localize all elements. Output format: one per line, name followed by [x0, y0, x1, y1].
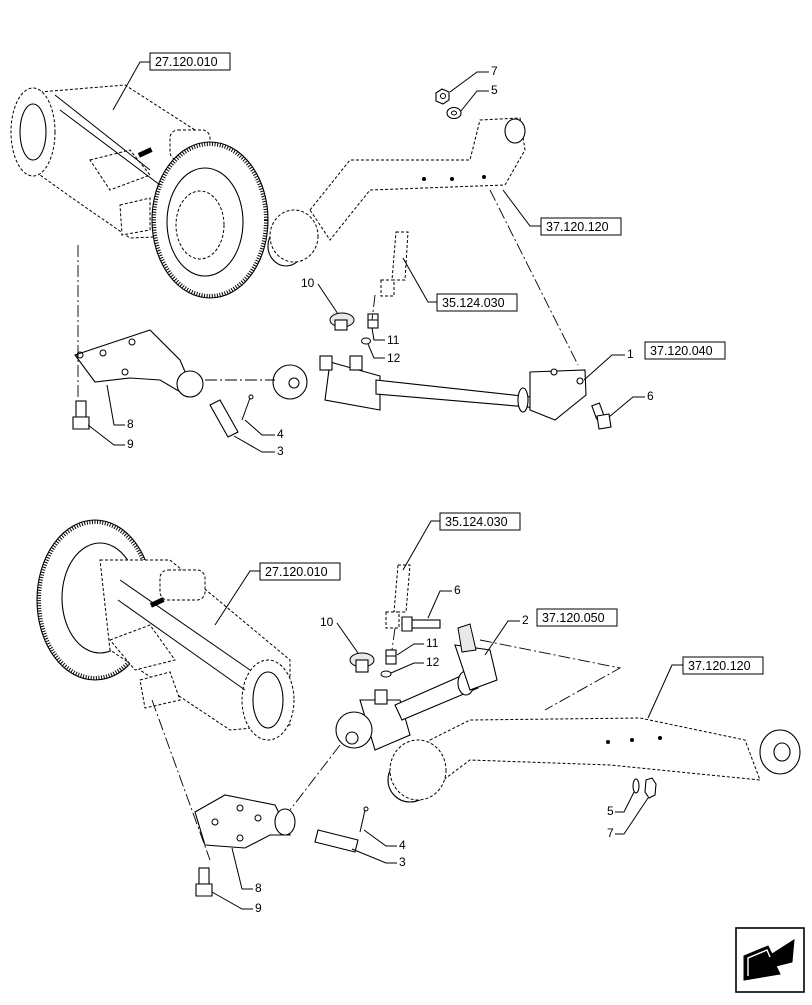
- lower-grease-fitting: [385, 649, 397, 665]
- upper-bracket: [74, 329, 204, 398]
- svg-text:37.120.040: 37.120.040: [650, 344, 713, 358]
- upper-bolt-9: [72, 400, 90, 430]
- lower-washer: [632, 778, 640, 794]
- svg-text:37.120.050: 37.120.050: [542, 611, 605, 625]
- upper-label-5: 5: [491, 83, 498, 97]
- upper-pin: [209, 399, 239, 438]
- lower-hose-fitting: [385, 564, 411, 629]
- lower-label-5: 5: [607, 804, 614, 818]
- svg-text:37.120.120: 37.120.120: [546, 220, 609, 234]
- next-page-arrow-icon[interactable]: [735, 927, 805, 993]
- upper-label-8: 8: [127, 417, 134, 431]
- upper-ref-hose[interactable]: 35.124.030: [436, 293, 518, 312]
- upper-ref-axle[interactable]: 27.120.010: [149, 52, 231, 71]
- lower-label-9: 9: [255, 901, 262, 915]
- upper-label-11: 11: [387, 333, 400, 347]
- lower-label-7: 7: [607, 826, 614, 840]
- lower-clip: [359, 806, 369, 833]
- upper-label-1: 1: [627, 347, 634, 361]
- lower-label-2: 2: [522, 613, 529, 627]
- upper-o-ring: [361, 337, 371, 345]
- upper-bolt-6: [591, 402, 612, 430]
- upper-ref-beam[interactable]: 37.120.120: [540, 217, 622, 236]
- lower-dust-cap: [349, 652, 375, 673]
- upper-dust-cap: [329, 312, 355, 331]
- upper-hose-fitting: [380, 231, 409, 297]
- upper-axle-housing: [10, 84, 269, 299]
- upper-label-9: 9: [127, 437, 134, 451]
- lower-label-4: 4: [399, 838, 406, 852]
- lower-label-6: 6: [454, 583, 461, 597]
- upper-label-6: 6: [647, 389, 654, 403]
- lower-label-8: 8: [255, 881, 262, 895]
- lower-bolt-9: [195, 867, 213, 897]
- lower-pin: [314, 829, 359, 853]
- lower-beam: [387, 717, 801, 803]
- svg-text:37.120.120: 37.120.120: [688, 659, 751, 673]
- svg-text:27.120.010: 27.120.010: [265, 565, 328, 579]
- upper-label-4: 4: [277, 427, 284, 441]
- svg-text:35.124.030: 35.124.030: [445, 515, 508, 529]
- upper-beam: [267, 117, 526, 267]
- upper-clip: [241, 394, 254, 421]
- svg-text:35.124.030: 35.124.030: [442, 296, 505, 310]
- upper-grease-fitting: [367, 313, 379, 329]
- upper-assembly: 27.120.010 37.120.120 35.124.030 37.120.…: [10, 52, 726, 458]
- lower-ref-axle[interactable]: 27.120.010: [259, 562, 341, 581]
- lower-axle-housing: [36, 519, 295, 741]
- upper-ref-cylinder[interactable]: 37.120.040: [644, 341, 726, 360]
- lower-bracket: [194, 794, 296, 849]
- upper-cylinder: [272, 355, 587, 421]
- upper-label-10: 10: [301, 276, 315, 290]
- lower-label-12: 12: [426, 655, 440, 669]
- upper-washer: [446, 106, 462, 120]
- lower-ref-beam[interactable]: 37.120.120: [682, 656, 764, 675]
- lower-ref-hose[interactable]: 35.124.030: [439, 512, 521, 531]
- lower-nut: [644, 777, 657, 799]
- lower-label-10: 10: [320, 615, 334, 629]
- lower-ref-cylinder[interactable]: 37.120.050: [536, 608, 618, 627]
- upper-label-3: 3: [277, 444, 284, 458]
- upper-label-7: 7: [491, 64, 498, 78]
- svg-text:27.120.010: 27.120.010: [155, 55, 218, 69]
- upper-label-12: 12: [387, 351, 401, 365]
- upper-nut: [435, 88, 450, 105]
- lower-label-3: 3: [399, 855, 406, 869]
- lower-label-11: 11: [426, 636, 439, 650]
- lower-o-ring: [380, 670, 392, 678]
- lower-assembly: 35.124.030 27.120.010 37.120.050 37.120.…: [36, 512, 801, 915]
- lower-bolt-6: [401, 616, 441, 632]
- lower-cylinder: [335, 623, 498, 751]
